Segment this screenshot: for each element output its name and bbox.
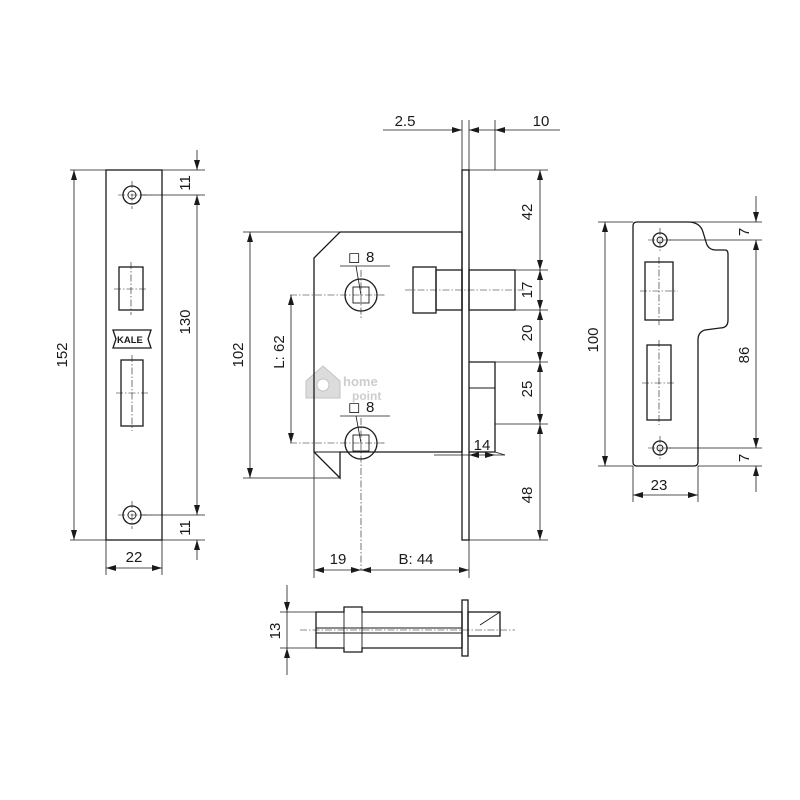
faceplate-outline: [105, 169, 163, 541]
deadbolt: [405, 266, 525, 314]
bolt-height-label: 17: [519, 282, 536, 299]
latch-protrusion-dimension: 14: [434, 437, 506, 458]
body-height-dimension: 102: [230, 231, 340, 479]
right-vertical-dimensions: 42 17 20 25 48: [469, 169, 548, 541]
bolt-view-height-label: 13: [267, 623, 284, 640]
bolt-top-label: 42: [519, 204, 536, 221]
latch-height-label: 25: [519, 381, 536, 398]
body-height-label: 102: [230, 342, 247, 367]
faceplate-bottom-offset-dimension: 11: [162, 520, 205, 560]
gap-label: 20: [519, 325, 536, 342]
forend-width-label: 10: [533, 113, 550, 130]
strike-height-dimension: 100: [585, 221, 633, 467]
faceplate-height-dimension: 152: [54, 169, 106, 541]
strike-height-label: 100: [585, 327, 602, 352]
faceplate-width-dimension: 22: [105, 540, 163, 575]
lock-case-outline: [313, 231, 463, 480]
watermark-line1: home: [343, 374, 378, 389]
latch-bolt: [469, 361, 496, 453]
spindle-distance-dimension: L: 62: [271, 295, 294, 443]
strike-width-dimension: 23: [632, 466, 699, 502]
bottom-label: 48: [519, 487, 536, 504]
front-edge-label: 19: [330, 551, 347, 568]
faceplate-bottom-offset-label: 11: [177, 520, 194, 536]
bottom-spindle-hole: [290, 418, 385, 570]
faceplate-width-label: 22: [126, 549, 143, 566]
backset-label: B: 44: [398, 551, 433, 568]
faceplate-top-offset-label: 11: [177, 175, 194, 191]
latch-protrusion-label: 14: [474, 437, 491, 454]
strike-width-label: 23: [651, 477, 668, 494]
top-square-label: 8: [366, 249, 374, 266]
faceplate-height-label: 152: [54, 342, 71, 367]
strike-plate-view: 100 86 7 7: [585, 196, 762, 502]
strike-plate-outline: [632, 221, 729, 467]
strike-hole-spacing-label: 86: [736, 347, 753, 364]
bottom-square-symbol: ◻: [348, 399, 360, 416]
forend-thickness-dimension: 2.5 10: [383, 113, 560, 170]
watermark-line2: point: [352, 389, 381, 403]
faceplate-view: KALE 152 130 11: [54, 150, 205, 575]
top-square-symbol: ◻: [348, 249, 360, 266]
forend-thickness-label: 2.5: [395, 113, 416, 130]
spindle-distance-label: L: 62: [271, 335, 288, 368]
faceplate-top-offset-dimension: 11: [162, 150, 205, 191]
lock-body-view: 2.5 10 42 17 20 25 48: [230, 113, 560, 578]
top-square-dimension: ◻ 8: [340, 249, 390, 296]
watermark: home point: [305, 365, 381, 403]
bolt-side-view: 13: [267, 585, 515, 675]
home-icon: [305, 365, 341, 399]
top-spindle-hole: [290, 270, 385, 320]
faceplate-hole-spacing-label: 130: [177, 309, 194, 334]
bottom-square-label: 8: [366, 399, 374, 416]
strike-hole-spacing-dimension: 86: [667, 239, 762, 449]
strike-top-offset-label: 7: [736, 228, 753, 236]
strike-bottom-offset-dimension: 7: [698, 454, 762, 492]
kale-logo: KALE: [112, 329, 152, 349]
backset-dimension: 19 B: 44: [313, 452, 470, 578]
strike-top-offset-dimension: 7: [688, 196, 762, 236]
faceplate-hole-spacing-dimension: 130: [141, 194, 205, 516]
strike-bottom-offset-label: 7: [736, 454, 753, 462]
brand-label: KALE: [117, 335, 143, 346]
bottom-square-dimension: ◻ 8: [340, 399, 390, 444]
forend-plate: [461, 169, 470, 541]
